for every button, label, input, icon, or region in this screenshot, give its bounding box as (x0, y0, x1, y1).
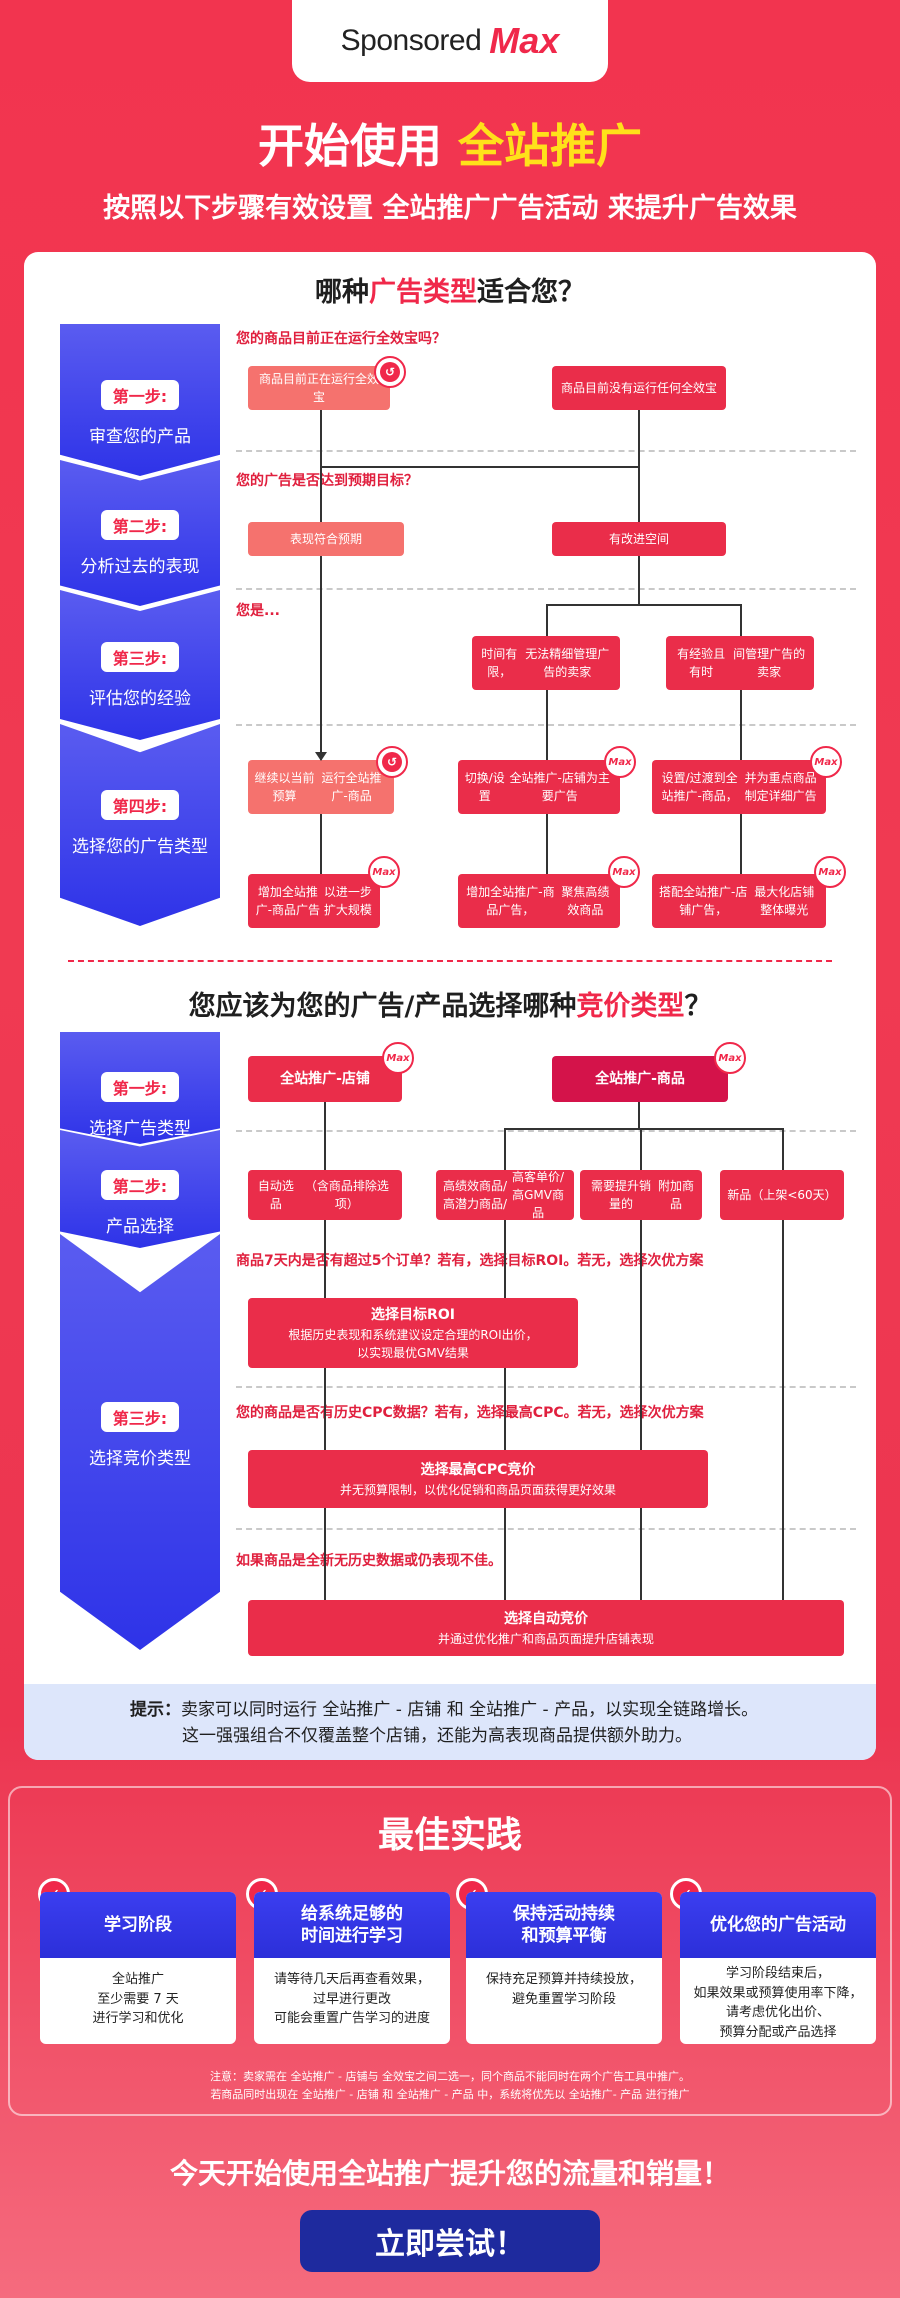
connector (546, 814, 548, 874)
guide-card: 哪种广告类型适合您？ 第一步:审查您的产品 第二步:分析过去的表现 第三步:评估… (24, 252, 876, 1760)
connector (740, 690, 742, 760)
practice-note: 注意：卖家需在 全站推广 - 店铺与 全效宝之间二选一，同个商品不能同时在两个广… (210, 2070, 690, 2101)
connector (740, 814, 742, 874)
node-high-perf: 高绩效商品/高潜力商品/高客单价/高GMV商品 (436, 1170, 574, 1220)
arrow-icon (315, 752, 327, 761)
practice-card: 学习阶段 全站推广至少需要 7 天进行学习和优化 (40, 1892, 236, 2044)
node-limited: 时间有限，无法精细管理广告的卖家 (472, 636, 620, 690)
divider (236, 1528, 856, 1530)
divider (236, 450, 856, 452)
question-orders: 商品7天内是否有超过5个订单？若有，选择目标ROI。若无，选择次优方案 (236, 1253, 704, 1269)
node-auto-select: 自动选品（含商品排除选项） (248, 1170, 402, 1220)
tip-box: 提示：卖家可以同时运行 全站推广 - 店铺 和 全站推广 - 产品，以实现全链路… (24, 1684, 876, 1760)
divider (236, 588, 856, 590)
connector (638, 556, 640, 606)
max-badge-icon: Max (814, 856, 846, 888)
brand-logo: Sponsored Max (292, 0, 608, 82)
practice-card: 优化您的广告活动 学习阶段结束后，如果效果或预算使用率下降，请考虑优化出价、预算… (680, 1892, 876, 2044)
connector (320, 466, 640, 468)
best-practice-title: 最佳实践 (377, 1815, 522, 1856)
max-badge-icon: Max (604, 746, 636, 778)
node-new: 新品（上架<60天） (720, 1170, 844, 1220)
connector (504, 1128, 784, 1130)
node-auto-bid: 选择自动竞价并通过优化推广和商品页面提升店铺表现 (248, 1600, 844, 1656)
connector (324, 1368, 326, 1450)
connector (320, 556, 322, 760)
connector (546, 604, 548, 636)
connector (504, 1128, 506, 1170)
connector (504, 1368, 506, 1450)
node-add2: 增加全站推广-商品广告，聚焦高绩效商品 (458, 874, 620, 928)
node-met: 表现符合预期 (248, 522, 404, 556)
node-product: 全站推广-商品 (552, 1056, 728, 1102)
logo-max: Max (489, 20, 560, 61)
logo-text: Sponsored (340, 24, 482, 57)
practice-card: 给系统足够的 时间进行学习 请等待几天后再查看效果，过早进行更改可能会重置广告学… (254, 1892, 450, 2044)
question-you-are: 您是... (236, 603, 280, 619)
question-running: 您的商品目前正在运行全效宝吗？ (236, 331, 446, 347)
practice-card-title: 学习阶段 (40, 1892, 236, 1958)
max-badge-icon: Max (810, 746, 842, 778)
section1-step1: 第一步:审查您的产品 (60, 324, 220, 476)
connector (546, 604, 742, 606)
question-goal: 您的广告是否达到预期目标？ (236, 473, 418, 489)
section1-step3: 第三步:评估您的经验 (60, 590, 220, 740)
node-room: 有改进空间 (552, 522, 726, 556)
connector (324, 1220, 326, 1298)
connector (740, 604, 742, 636)
max-badge-icon: ↺ (374, 356, 406, 388)
practice-card: 保持活动持续 和预算平衡 保持充足预算并持续投放，避免重置学习阶段 (466, 1892, 662, 2044)
node-add1: 增加全站推广-商品广告以进一步扩大规模 (248, 874, 380, 928)
max-badge-icon: Max (608, 856, 640, 888)
connector (324, 1102, 326, 1170)
connector (640, 1220, 642, 1450)
node-not-running: 商品目前没有运行任何全效宝 (552, 366, 726, 410)
connector (504, 1508, 506, 1600)
node-experienced: 有经验且有时间管理广告的卖家 (666, 636, 814, 690)
question-new: 如果商品是全新无历史数据或仍表现不佳。 (236, 1553, 502, 1569)
section-divider (68, 960, 832, 962)
node-combo: 搭配全站推广-店铺广告，最大化店铺整体曝光 (652, 874, 826, 928)
connector (320, 814, 322, 874)
practice-card-title: 优化您的广告活动 (680, 1892, 876, 1958)
practice-card-title: 保持活动持续 和预算平衡 (466, 1892, 662, 1958)
max-badge-icon: Max (368, 856, 400, 888)
node-running: 商品目前正在运行全效宝 (248, 366, 390, 410)
max-badge-icon: Max (714, 1042, 746, 1074)
section2-step2: 第二步:产品选择 (60, 1130, 220, 1248)
connector (546, 690, 548, 760)
cta-text: 今天开始使用全站推广提升您的流量和销量！ (169, 2157, 730, 2190)
connector (782, 1220, 784, 1600)
connector (782, 1128, 784, 1170)
node-shop: 全站推广-店铺 (248, 1056, 402, 1102)
connector (504, 1220, 506, 1298)
section2-step3: 第三步:选择竞价类型 (60, 1234, 220, 1650)
divider (236, 1386, 856, 1388)
question-cpc: 您的商品是否有历史CPC数据？若有，选择最高CPC。若无，选择次优方案 (236, 1405, 704, 1421)
try-now-button[interactable]: 立即尝试！ (300, 2210, 600, 2272)
node-boost: 需要提升销量的附加商品 (580, 1170, 702, 1220)
node-setup: 设置/过渡到全站推广-商品，并为重点商品制定详细广告 (652, 760, 826, 814)
page-subtitle: 按照以下步骤有效设置 全站推广广告活动 来提升广告效果 (103, 193, 797, 224)
section2-title: 您应该为您的广告/产品选择哪种竞价类型？ (188, 991, 712, 1022)
divider (236, 1130, 856, 1132)
section2-step1: 第一步:选择广告类型 (60, 1032, 220, 1144)
section1-step4: 第四步:选择您的广告类型 (60, 724, 220, 926)
section1-step2: 第二步:分析过去的表现 (60, 460, 220, 606)
practice-card-title: 给系统足够的 时间进行学习 (254, 1892, 450, 1958)
node-max-cpc: 选择最高CPC竞价并无预算限制，以优化促销和商品页面获得更好效果 (248, 1450, 708, 1508)
max-badge-icon: ↺ (376, 746, 408, 778)
connector (324, 1508, 326, 1600)
connector (638, 1102, 640, 1130)
node-continue: 继续以当前预算运行全站推广-商品 (248, 760, 394, 814)
max-badge-icon: Max (382, 1042, 414, 1074)
connector (640, 1128, 642, 1170)
page-title: 开始使用 全站推广 (257, 119, 642, 173)
node-switch: 切换/设置全站推广-店铺为主要广告 (458, 760, 620, 814)
connector (640, 1508, 642, 1600)
section1-title: 哪种广告类型适合您？ (315, 277, 585, 308)
